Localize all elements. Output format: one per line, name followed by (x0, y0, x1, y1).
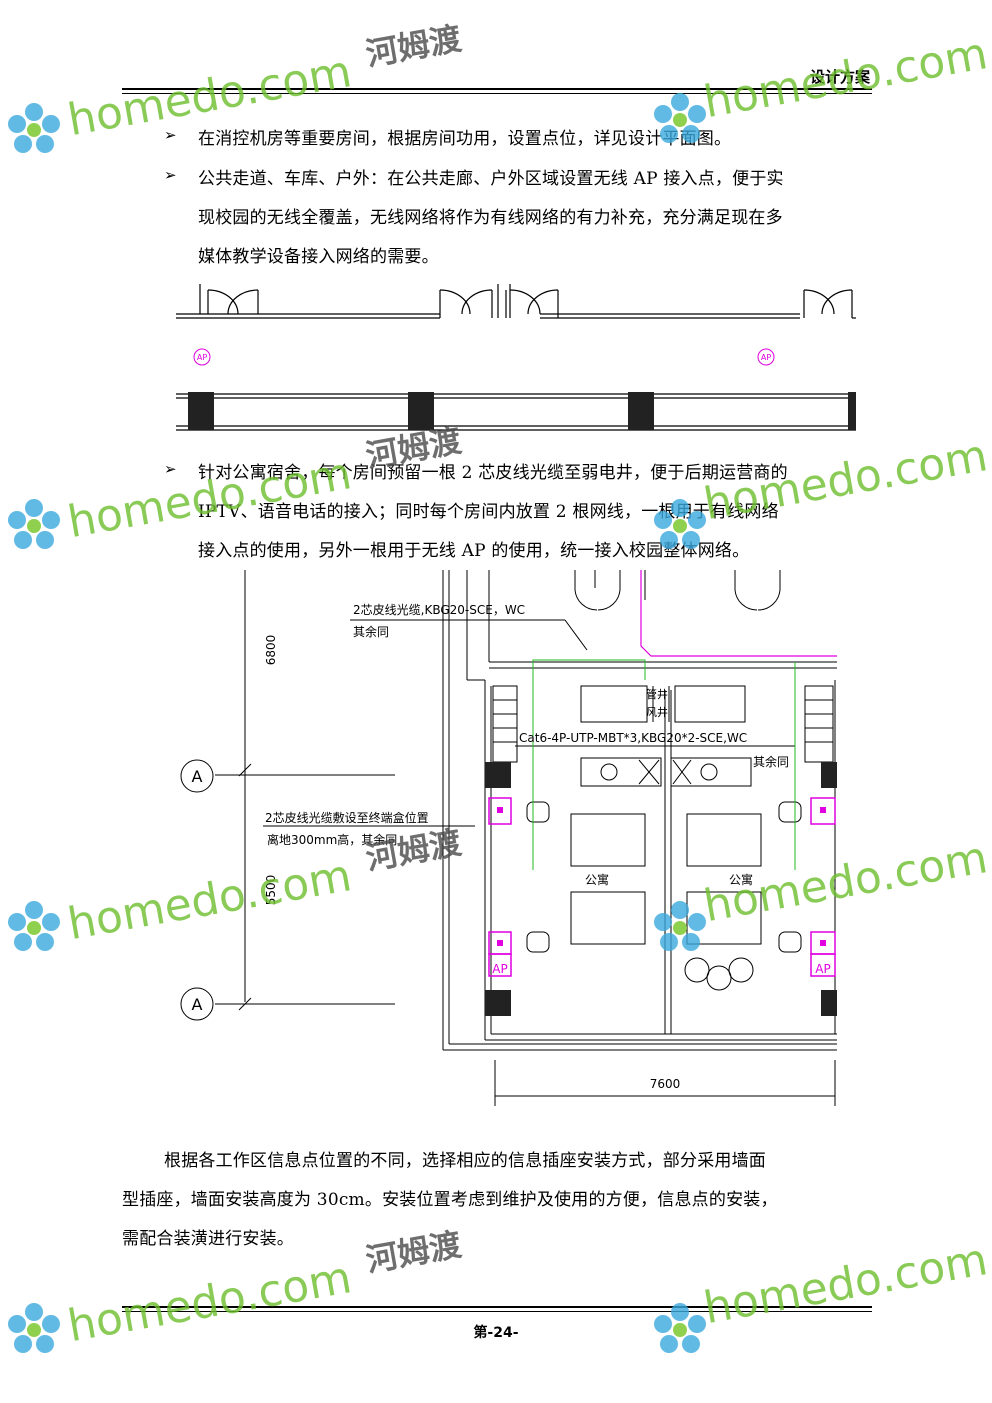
room-label: 公寓 (585, 872, 609, 887)
ap-label: AP (815, 962, 830, 976)
paragraph-line-2: 型插座，墙面安装高度为 30cm。安装位置考虑到维护及使用的方便，信息点的安装， (122, 1190, 778, 1210)
note-fiber-terminal: 2芯皮线光缆敷设至终端盒位置 (265, 810, 429, 825)
bullet-2-line-1: 公共走道、车库、户外：在公共走廊、户外区域设置无线 AP 接入点，便于实 (198, 169, 784, 189)
bullet-2-line-2: 现校园的无线全覆盖，无线网络将作为有线网络的有力补充，充分满足现在多 (198, 208, 783, 228)
watermark-text: 河姆渡 (363, 19, 465, 74)
dim-mid: 5500 (264, 875, 278, 906)
note-fiber: 2芯皮线光缆,KBG20-SCE，WC (353, 603, 525, 617)
note-cat6: Cat6-4P-UTP-MBT*3,KBG20*2-SCE,WC (519, 731, 747, 745)
shaft-label: 风井 (646, 705, 668, 719)
axis-label: A (192, 995, 203, 1014)
bullet-marker: ➢ (164, 166, 177, 184)
header-title: 设计方案 (809, 68, 870, 86)
bullet-3-line-2: IPTV、语音电话的接入；同时每个房间内放置 2 根网线，一根用于有线网络 (198, 502, 779, 522)
paragraph-line-1: 根据各工作区信息点位置的不同，选择相应的信息插座安装方式，部分采用墙面 (164, 1151, 766, 1171)
corridor-drawing: AP AP (176, 284, 856, 431)
header-rule-thin (122, 93, 872, 94)
flower-icon (8, 499, 60, 549)
ap-label: AP (492, 962, 507, 976)
bullet-marker: ➢ (164, 460, 177, 478)
flower-icon (8, 901, 60, 951)
watermark-text: homedo.com (700, 430, 992, 531)
dim-bottom: 7600 (650, 1077, 681, 1091)
corridor-ap-label: AP (761, 353, 771, 362)
watermark-text: 河姆渡 (363, 1225, 465, 1280)
bullet-3-line-1: 针对公寓宿舍，每个房间预留一根 2 芯皮线光缆至弱电井，便于后期运营商的 (198, 463, 788, 483)
shaft-label: 管井 (646, 687, 668, 701)
bullet-marker: ➢ (164, 126, 177, 144)
axis-label: A (192, 767, 203, 786)
flower-icon (8, 103, 60, 153)
flower-icon (8, 1303, 60, 1353)
flower-icon (654, 93, 706, 143)
footer-rule-thin (122, 1311, 872, 1312)
bullet-2-line-3: 媒体教学设备接入网络的需要。 (198, 247, 439, 267)
flower-icon (654, 1303, 706, 1353)
bullet-3-line-3: 接入点的使用，另外一根用于无线 AP 的使用，统一接入校园整体网络。 (198, 541, 750, 561)
header-rule (122, 88, 872, 90)
page-number: 第-24- (473, 1325, 519, 1341)
dim-top: 6800 (264, 635, 278, 666)
note-cat6-other: 其余同 (753, 754, 789, 769)
floor-plan: 6800 5500 7600 A A 2芯皮线光缆,KBG20-SCE，WC 其… (180, 570, 837, 1106)
flower-icon (654, 499, 706, 549)
note-fiber-height: 离地300mm高，其余同 (267, 832, 397, 847)
footer-rule (122, 1306, 872, 1308)
corridor-ap-label: AP (197, 353, 207, 362)
room-label: 公寓 (729, 872, 753, 887)
flower-icon (654, 901, 706, 951)
watermark-text: homedo.com (700, 1234, 992, 1335)
watermark-text: homedo.com (700, 28, 992, 129)
bullet-1-line-1: 在消控机房等重要房间，根据房间功用，设置点位，详见设计平面图。 (198, 129, 732, 149)
paragraph-line-3: 需配合装潢进行安装。 (122, 1229, 294, 1249)
note-fiber-other: 其余同 (353, 624, 389, 639)
